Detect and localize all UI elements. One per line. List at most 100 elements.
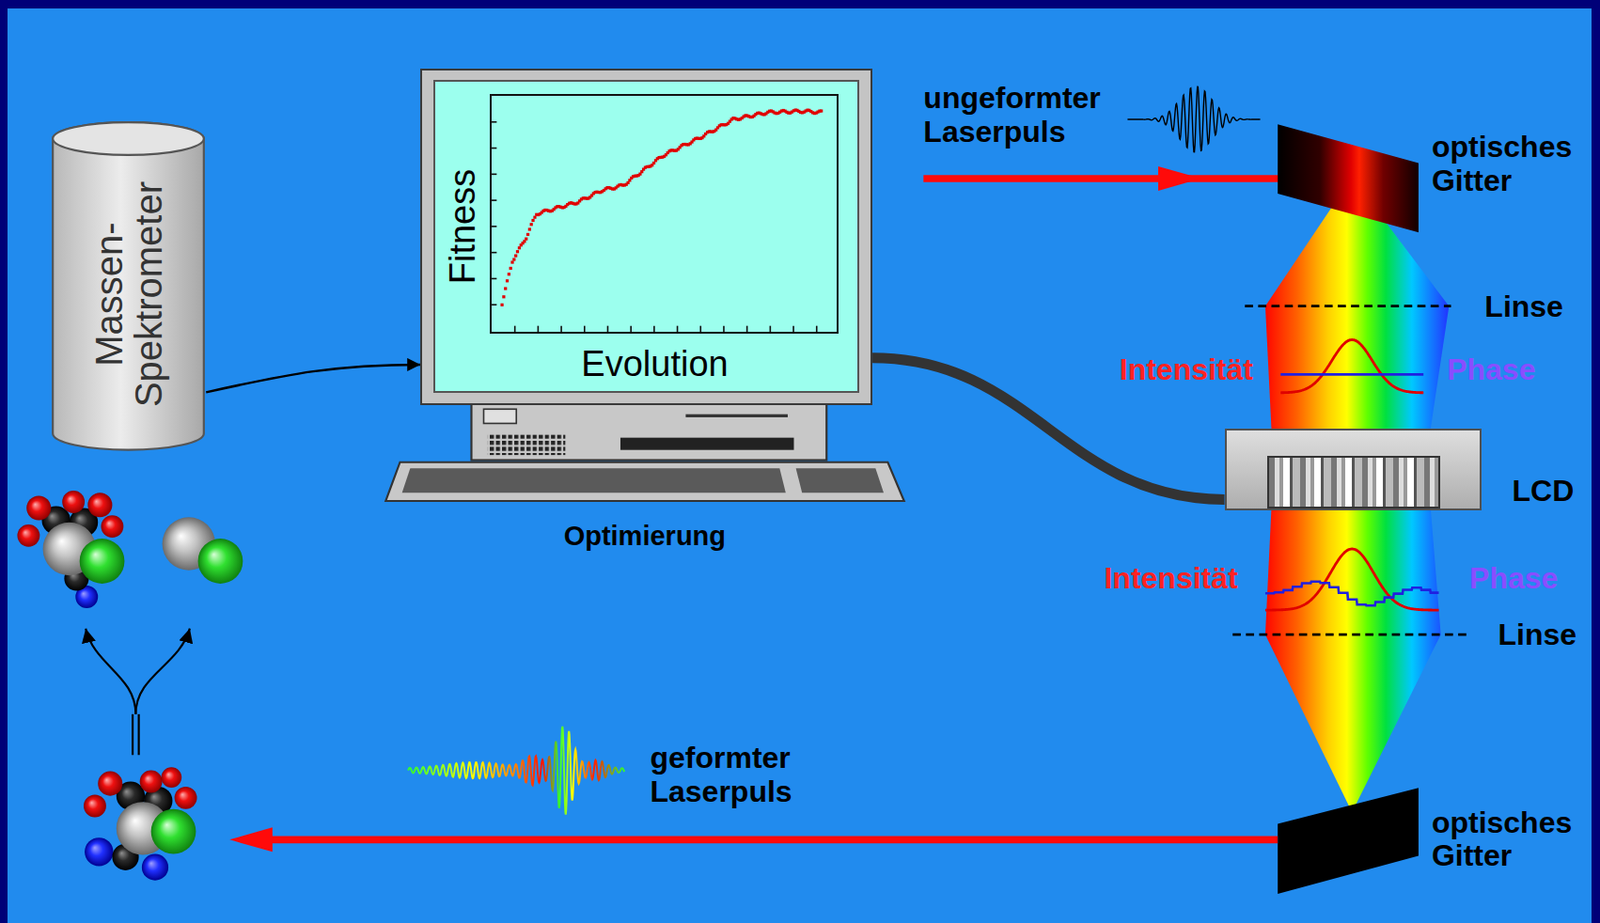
mass-spectrometer-cylinder: Massen- Spektrometer	[50, 120, 206, 453]
reaction-stem	[138, 714, 141, 755]
pulse-label: ungeformter Laserpuls	[923, 81, 1121, 150]
fitness-point	[508, 266, 512, 270]
fitness-point	[505, 279, 509, 283]
axis-tick	[815, 325, 818, 331]
spectrum-beam-lower	[1265, 508, 1442, 807]
fitness-chart: FitnessEvolution	[489, 94, 839, 334]
axis-tick	[699, 325, 702, 331]
lcd-modulator: LCD	[1224, 428, 1483, 511]
fitness-point	[500, 302, 503, 306]
chlorine-atom	[151, 809, 197, 855]
fitness-point	[526, 233, 530, 236]
fitness-plot	[491, 95, 837, 332]
axis-tick	[653, 325, 656, 331]
fitness-point	[512, 257, 516, 261]
node-text: optisches Gitter	[1431, 130, 1587, 199]
axis-tick	[491, 251, 497, 254]
oxygen-atom	[62, 490, 85, 514]
computer-case	[470, 403, 827, 461]
product-molecule	[16, 490, 125, 609]
vent-grid	[487, 434, 565, 455]
keyboard-keys	[402, 468, 786, 493]
grating-face	[1277, 787, 1419, 895]
keyboard	[385, 462, 904, 502]
grating-shape	[1275, 785, 1419, 896]
axis-tick	[491, 146, 497, 149]
keyboard-keys	[796, 468, 884, 493]
nitrogen-atom	[84, 837, 113, 866]
oxygen-atom	[83, 795, 107, 818]
oxygen-atom	[140, 770, 163, 794]
oxygen-atom	[16, 524, 40, 548]
axis-tick	[722, 325, 725, 331]
parent-molecule	[83, 767, 197, 880]
intensity-label: Intensität	[1103, 562, 1238, 597]
axis-tick	[676, 325, 679, 331]
axis-tick	[514, 325, 517, 331]
oxygen-atom	[97, 771, 123, 797]
shaped-pulse	[407, 726, 625, 816]
phase-curve	[1280, 373, 1424, 377]
fitness-point	[528, 227, 532, 231]
lens-label: Linse	[1484, 290, 1564, 325]
fragment-molecule	[162, 517, 244, 584]
reaction-arrows	[85, 628, 190, 756]
oxygen-atom	[174, 786, 198, 810]
intensity-curve	[1265, 549, 1440, 611]
signal-arrow	[205, 364, 421, 393]
axis-tick	[560, 325, 563, 331]
axis-tick	[792, 325, 795, 331]
fitness-point	[501, 295, 505, 299]
node-text: optisches Gitter	[1431, 806, 1587, 875]
intensity-label: Intensität	[1119, 353, 1254, 388]
beam-arrowhead	[229, 827, 273, 852]
fitness-point	[529, 222, 533, 226]
beam-arrowhead	[1158, 166, 1202, 191]
node-text: Fitness	[442, 168, 484, 283]
lens-line	[1244, 304, 1451, 308]
oxygen-atom	[161, 767, 183, 788]
lcd-pixel-window	[1267, 455, 1442, 509]
lens-line	[1232, 633, 1470, 637]
axis-tick	[491, 121, 497, 124]
phase-label: Phase	[1446, 353, 1536, 388]
fitness-point	[524, 236, 528, 240]
optical-grating: optisches Gitter	[1275, 122, 1419, 235]
drive-slot	[620, 438, 795, 451]
fitness-point	[510, 260, 514, 264]
fitness-point	[517, 246, 521, 250]
axis-tick	[768, 325, 771, 331]
oxygen-atom	[100, 515, 124, 538]
axis-tick	[491, 199, 497, 202]
optical-grating: optisches Gitter	[1275, 785, 1419, 896]
fitness-point	[503, 286, 507, 290]
laser-beam	[254, 836, 1278, 845]
chlorine-atom	[79, 538, 126, 584]
reaction-branch	[85, 628, 136, 715]
reaction-stem	[131, 714, 134, 755]
intensity-curve	[1280, 339, 1424, 393]
node-text: Evolution	[580, 344, 728, 385]
oxygen-atom	[26, 496, 51, 521]
drive-bay	[484, 408, 518, 424]
unshaped-pulse	[1127, 86, 1260, 153]
reaction-branch	[135, 628, 190, 715]
axis-tick	[491, 277, 497, 280]
fitness-point	[516, 250, 519, 253]
axis-tick	[746, 325, 749, 331]
oxygen-atom	[87, 492, 112, 518]
axis-tick	[536, 325, 539, 331]
lens-label: Linse	[1497, 618, 1577, 653]
fitness-point	[514, 253, 518, 257]
nitrogen-atom	[141, 854, 169, 881]
node-text: Massen- Spektrometer	[89, 172, 169, 417]
phase-label: Phase	[1469, 562, 1558, 597]
axis-tick	[583, 325, 586, 331]
grating-face	[1277, 124, 1419, 233]
axis-tick	[491, 172, 497, 175]
drive-slot	[685, 414, 788, 418]
axis-tick	[629, 325, 632, 331]
cylinder-body	[52, 122, 204, 450]
